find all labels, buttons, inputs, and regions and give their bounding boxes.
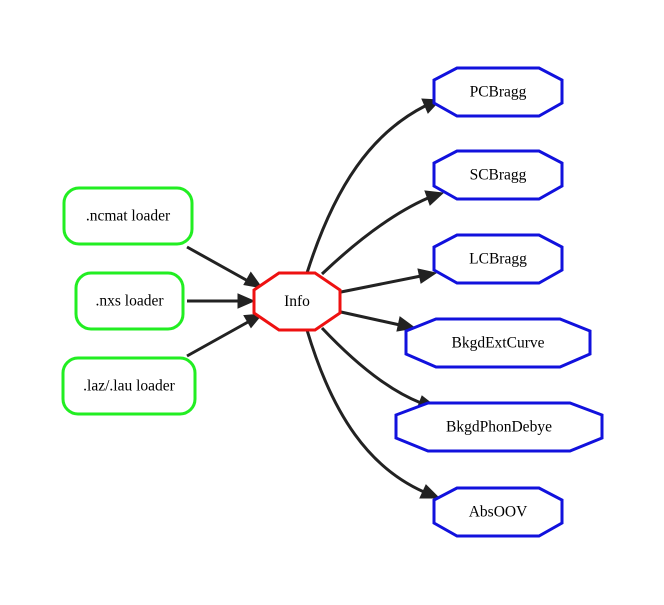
output-octagon	[432, 149, 564, 201]
loader-box	[62, 186, 194, 246]
output-label: AbsOOV	[469, 504, 528, 521]
edge-nxs-to-info	[187, 293, 256, 309]
output-label: BkgdExtCurve	[452, 335, 545, 352]
loader-label: .nxs loader	[95, 293, 164, 310]
hub-octagon	[252, 271, 342, 332]
edge-laz-to-info	[186, 313, 264, 358]
output-octagon	[432, 233, 564, 285]
edge-info-to-bkgdextcurve	[340, 310, 417, 332]
output-octagon	[394, 401, 604, 453]
loader-box	[61, 356, 197, 416]
hub-node-info: Info	[252, 271, 342, 332]
output-label: BkgdPhonDebye	[446, 419, 552, 436]
loader-node-ncmat: .ncmat loader	[62, 186, 194, 246]
output-node-lcbragg: LCBragg	[432, 233, 564, 285]
loader-node-nxs: .nxs loader	[74, 271, 185, 331]
edge-info-to-pcbragg	[305, 98, 442, 274]
edge-info-to-absoov	[305, 329, 441, 499]
edge-ncmat-to-info	[186, 245, 264, 289]
edge-info-to-lcbragg	[340, 268, 438, 294]
loader-label: .ncmat loader	[86, 208, 171, 225]
edge-info-to-scbragg	[320, 190, 445, 276]
output-label: LCBragg	[469, 251, 527, 268]
loader-node-laz: .laz/.lau loader	[61, 356, 197, 416]
output-node-pcbragg: PCBragg	[432, 66, 564, 118]
output-node-scbragg: SCBragg	[432, 149, 564, 201]
output-octagon	[432, 486, 564, 538]
loader-box	[74, 271, 185, 331]
output-octagon	[404, 317, 592, 369]
hub-label: Info	[284, 293, 310, 310]
output-label: PCBragg	[470, 84, 527, 101]
output-node-bkgdphondebye: BkgdPhonDebye	[394, 401, 604, 453]
output-node-bkgdextcurve: BkgdExtCurve	[404, 317, 592, 369]
output-label: SCBragg	[470, 167, 527, 184]
output-node-absoov: AbsOOV	[432, 486, 564, 538]
loader-label: .laz/.lau loader	[83, 378, 175, 395]
output-octagon	[432, 66, 564, 118]
